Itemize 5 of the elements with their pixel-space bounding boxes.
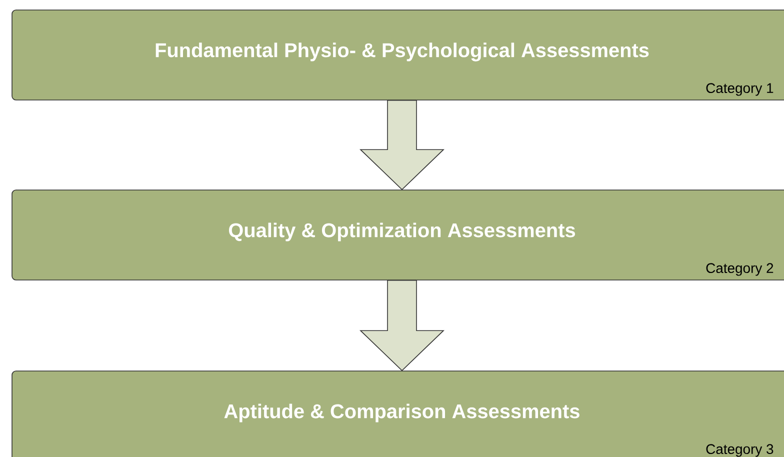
process-box: Aptitude & Comparison Assessments Category 3	[12, 370, 784, 457]
block-arrow	[360, 100, 444, 190]
block-arrow	[360, 280, 444, 372]
process-box: Fundamental Physio- & Psychological Assessments Category 1	[12, 10, 784, 100]
process-box: Quality & Optimization Assessments Category 2	[12, 190, 784, 280]
